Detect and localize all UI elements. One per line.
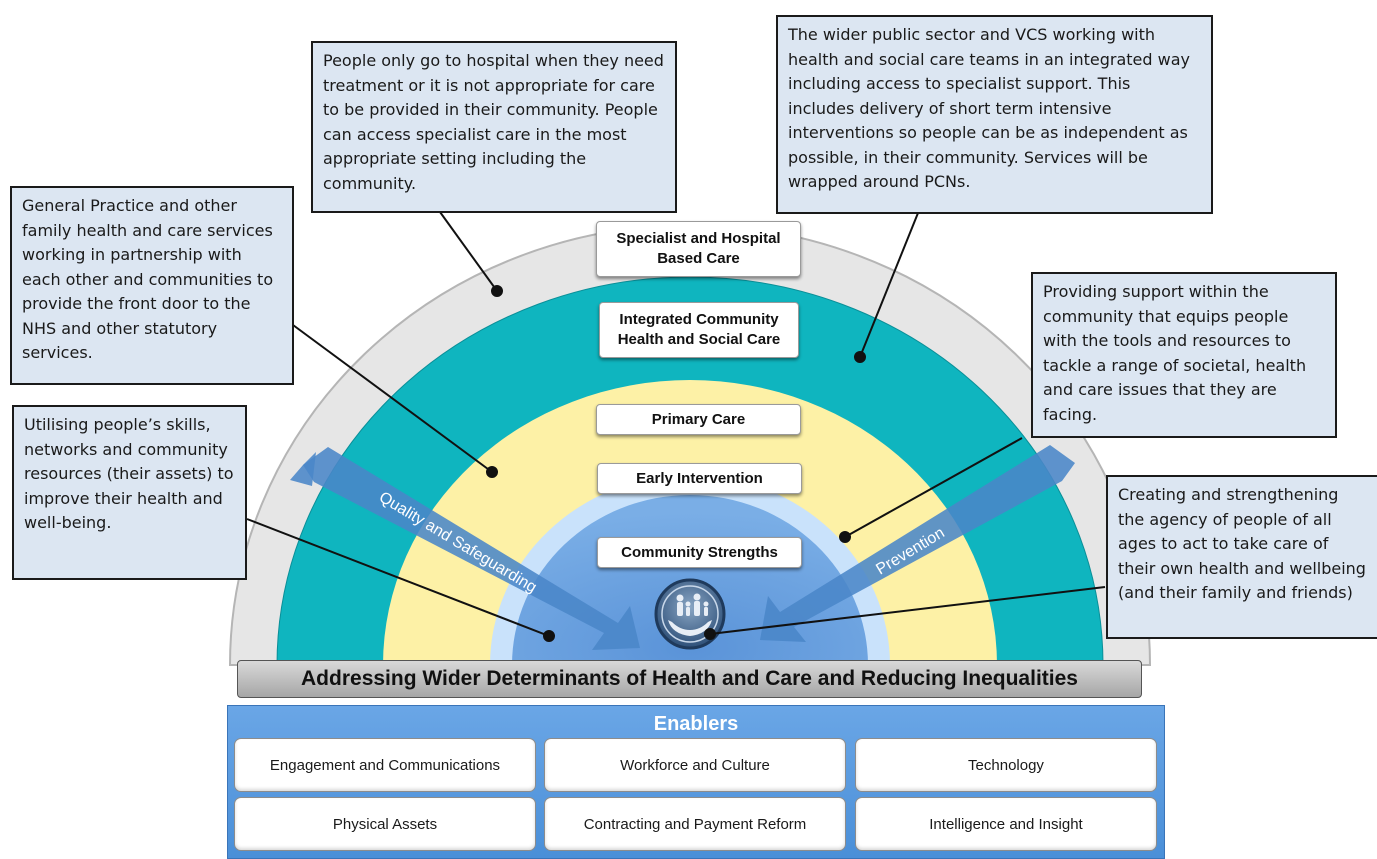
callout-wider-public-sector: The wider public sector and VCS working … [776,15,1213,214]
callout-community-support: Providing support within the community t… [1031,272,1337,438]
enabler-contracting: Contracting and Payment Reform [544,797,846,851]
callout-agency: Creating and strengthening the agency of… [1106,475,1377,639]
enabler-physical-assets: Physical Assets [234,797,536,851]
enablers-panel: Enablers Engagement and Communications W… [227,705,1165,859]
prevention-arrow [760,445,1075,642]
integrated-care-label: Integrated Community Health and Social C… [599,302,799,358]
quality-safeguarding-arrow [290,447,640,650]
callout-general-practice: General Practice and other family health… [10,186,294,385]
wider-determinants-bar: Addressing Wider Determinants of Health … [237,660,1142,698]
enabler-technology: Technology [855,738,1157,792]
callout-assets: Utilising people’s skills, networks and … [12,405,247,580]
enabler-intelligence: Intelligence and Insight [855,797,1157,851]
enablers-title: Enablers [653,713,739,735]
early-intervention-label: Early Intervention [597,463,802,494]
callout-hospital: People only go to hospital when they nee… [311,41,677,213]
connector-lines [246,211,1106,642]
enabler-engagement: Engagement and Communications [234,738,536,792]
specialist-care-label: Specialist and Hospital Based Care [596,221,801,277]
enabler-workforce: Workforce and Culture [544,738,846,792]
community-strengths-label: Community Strengths [597,537,802,568]
primary-care-label: Primary Care [596,404,801,435]
